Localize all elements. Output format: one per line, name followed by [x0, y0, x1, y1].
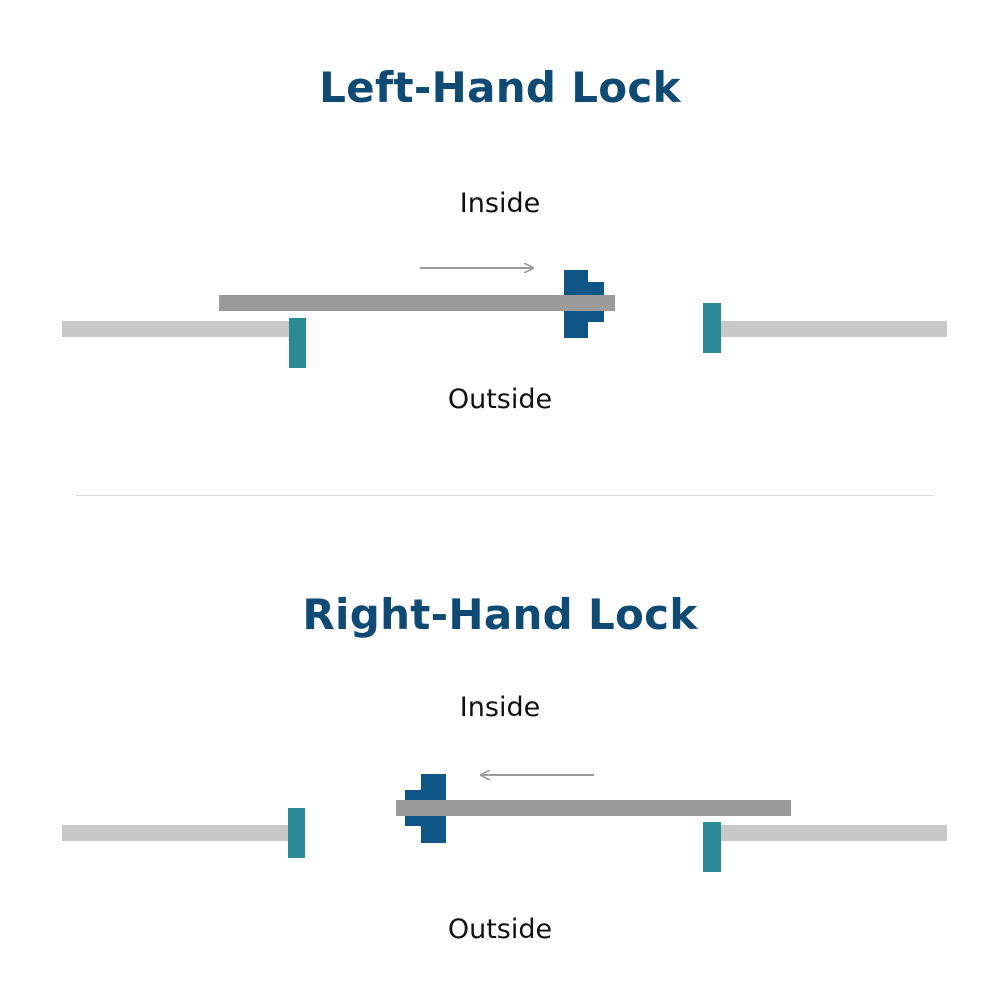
- left-hand-lock-diagram: [62, 268, 947, 368]
- section-divider: [76, 495, 934, 496]
- right-hand-outside-label: Outside: [447, 914, 553, 945]
- right-strike-plate: [703, 822, 721, 872]
- right-wall: [712, 825, 947, 841]
- bolt-bar: [219, 295, 615, 311]
- left-hand-inside-label: Inside: [459, 188, 541, 219]
- right-hand-lock-diagram: [62, 774, 947, 872]
- left-hand-lock-title: Left-Hand Lock: [319, 63, 681, 112]
- right-strike-plate: [703, 303, 721, 353]
- right-hand-inside-label: Inside: [459, 692, 541, 723]
- left-wall: [62, 825, 294, 841]
- left-strike-plate: [289, 318, 306, 368]
- left-hand-outside-label: Outside: [447, 384, 553, 415]
- left-wall: [62, 321, 294, 337]
- right-hand-lock-title: Right-Hand Lock: [302, 590, 698, 639]
- bolt-bar: [396, 800, 791, 816]
- right-wall: [712, 321, 947, 337]
- left-strike-plate: [288, 808, 305, 858]
